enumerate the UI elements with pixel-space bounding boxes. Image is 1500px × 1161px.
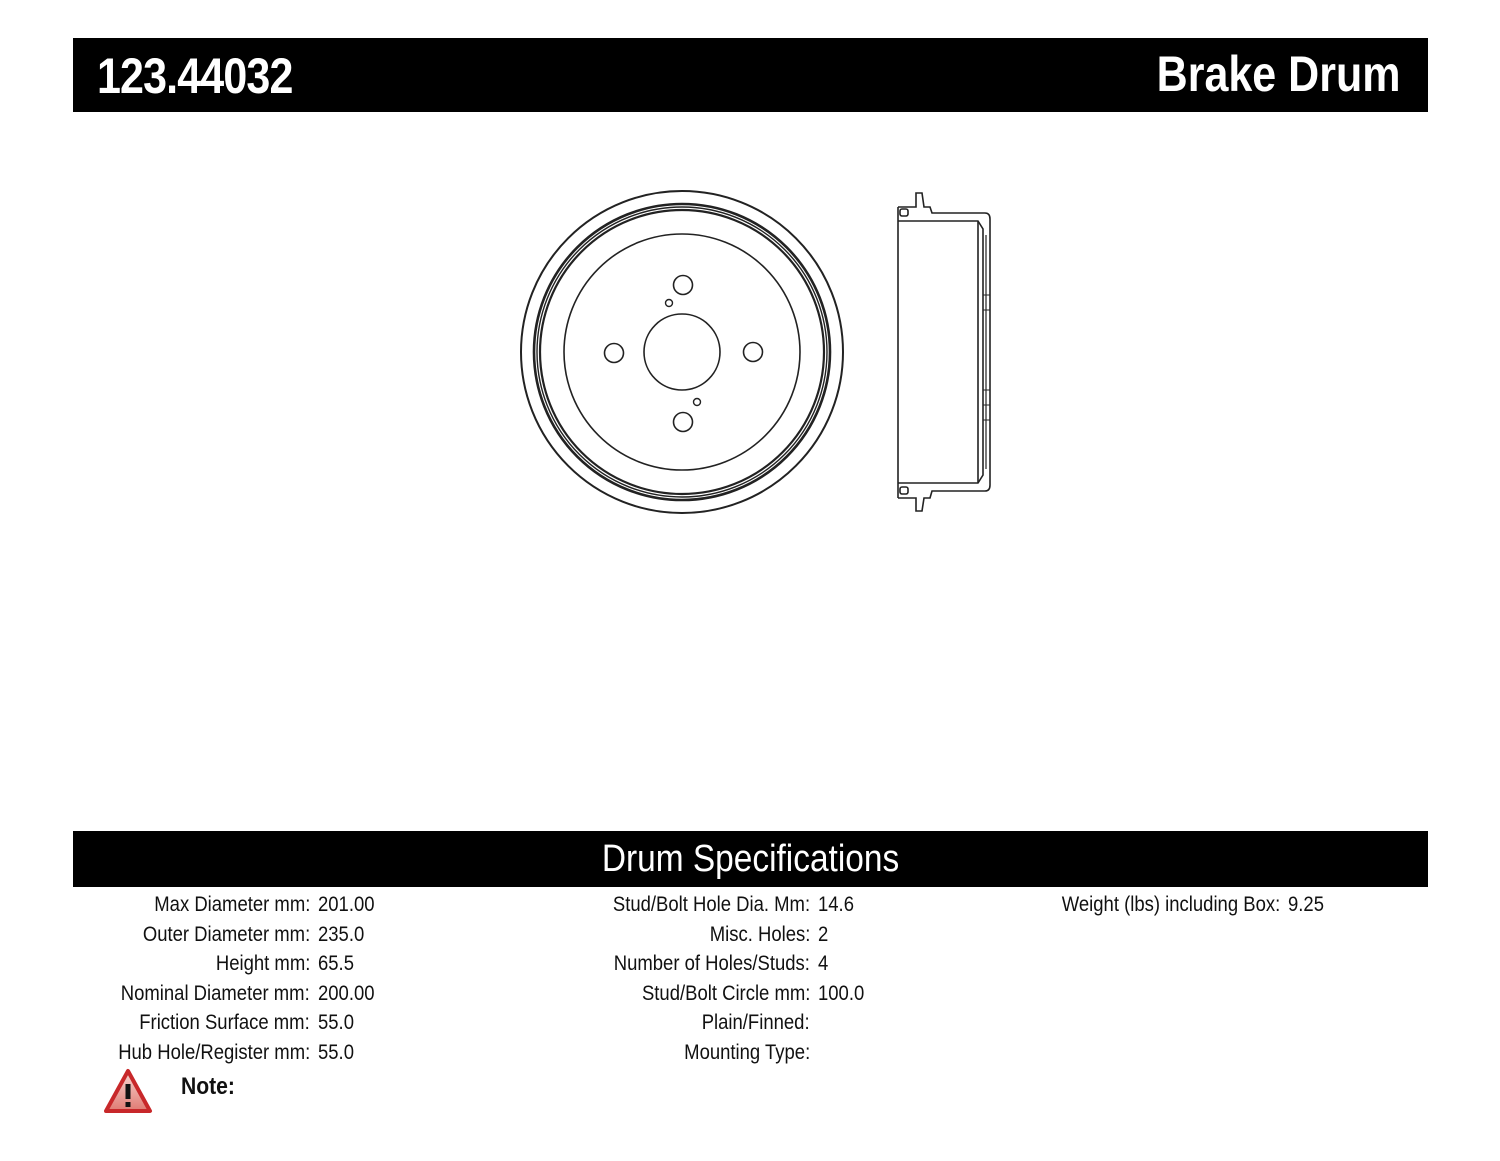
spec-row-outer-diameter: Outer Diameter mm: 235.0 (0, 920, 600, 950)
spec-row-stud-hole-dia: Stud/Bolt Hole Dia. Mm: 14.6 (0, 890, 1000, 920)
spec-value: 2 (818, 922, 829, 946)
spec-row-bolt-circle: Stud/Bolt Circle mm: 100.0 (0, 979, 1000, 1009)
spec-label: Stud/Bolt Circle mm: (641, 981, 810, 1005)
spec-label: Mounting Type: (683, 1040, 810, 1064)
spec-label: Friction Surface mm: (139, 1011, 310, 1034)
brake-drum-front-view-icon (520, 190, 844, 514)
spec-label: Weight (lbs) including Box: (1061, 893, 1280, 916)
spec-label: Nominal Diameter mm: (121, 981, 310, 1005)
specifications-title: Drum Specifications (601, 838, 900, 880)
spec-row-hub-hole: Hub Hole/Register mm: 55.0 (0, 1038, 600, 1068)
spec-value: 100.0 (818, 981, 865, 1005)
brake-drum-side-view-icon (897, 192, 991, 512)
spec-label: Number of Holes/Studs: (613, 952, 810, 975)
spec-row-misc-holes: Misc. Holes: 2 (0, 920, 1000, 950)
spec-column-holes: Stud/Bolt Hole Dia. Mm: 14.6 Misc. Holes… (0, 890, 1000, 1067)
spec-row-plain-finned: Plain/Finned: (0, 1008, 1000, 1038)
document-type: Brake Drum (1156, 46, 1400, 102)
spec-column-dimensions: Max Diameter mm: 201.00 Outer Diameter m… (0, 890, 600, 1067)
spec-value: 201.00 (318, 893, 375, 916)
spec-label: Outer Diameter mm: (142, 922, 310, 946)
spec-value: 14.6 (818, 893, 854, 916)
warning-triangle-icon (104, 1069, 152, 1113)
spec-row-mounting-type: Mounting Type: (0, 1038, 1000, 1068)
spec-row-friction-surface: Friction Surface mm: 55.0 (0, 1008, 600, 1038)
technical-drawing (0, 170, 1500, 550)
spec-label: Max Diameter mm: (153, 893, 310, 916)
spec-row-nominal-diameter: Nominal Diameter mm: 200.00 (0, 979, 600, 1009)
spec-value: 55.0 (318, 1011, 354, 1034)
spec-value: 4 (818, 952, 829, 975)
specifications-header: Drum Specifications (73, 831, 1428, 887)
spec-value: 9.25 (1288, 893, 1324, 916)
spec-value: 200.00 (318, 981, 375, 1005)
spec-column-weight: Weight (lbs) including Box: 9.25 (0, 890, 1450, 920)
spec-row-number-of-holes: Number of Holes/Studs: 4 (0, 949, 1000, 979)
spec-label: Misc. Holes: (709, 922, 810, 946)
spec-label: Hub Hole/Register mm: (117, 1040, 310, 1064)
spec-row-weight: Weight (lbs) including Box: 9.25 (0, 890, 1450, 920)
spec-label: Plain/Finned: (702, 1011, 810, 1034)
spec-label: Stud/Bolt Hole Dia. Mm: (612, 893, 810, 916)
spec-value: 235.0 (318, 922, 365, 946)
spec-value: 65.5 (318, 952, 354, 975)
note-label: Note: (181, 1073, 235, 1100)
part-number: 123.44032 (97, 48, 293, 104)
spec-value: 55.0 (318, 1040, 354, 1064)
spec-row-height: Height mm: 65.5 (0, 949, 600, 979)
spec-row-max-diameter: Max Diameter mm: 201.00 (0, 890, 600, 920)
spec-label: Height mm: (215, 952, 310, 975)
title-bar: 123.44032 Brake Drum (73, 38, 1428, 112)
